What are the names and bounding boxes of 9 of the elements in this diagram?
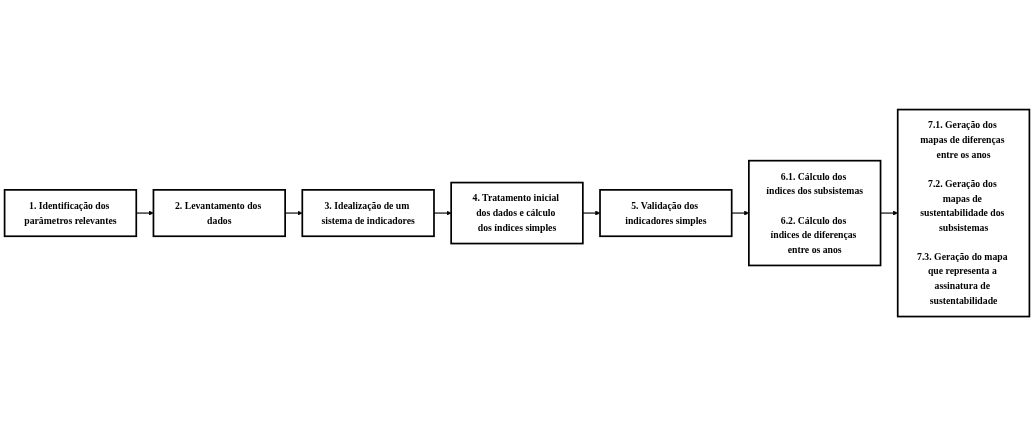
node-box: 6.1. Cálculo dos índices dos subsistemas 6.2. Cálculo dos índices de diferenças entre os anos bbox=[748, 160, 882, 267]
arrow bbox=[582, 211, 601, 216]
arrow bbox=[433, 211, 452, 216]
node-box: 1. Identificação dos parâmetros relevantes bbox=[3, 189, 138, 238]
node-box: 3. Idealização de um sistema de indicadores bbox=[301, 189, 435, 238]
node-box: 4. Tratamento inicial dos dados e cálculo dos índices simples bbox=[450, 182, 584, 245]
node-box: 7.1. Geração dos mapas de diferenças entre os anos 7.2. Geração dos mapas de sustentabilidade dos subsistemas 7.3. Geração do mapa que representa a assinatura de sustentabilidade bbox=[896, 109, 1031, 318]
node-box: 2. Levantamento dos dados bbox=[152, 189, 286, 238]
node-box: 5. Validação dos indicadores simples bbox=[599, 189, 733, 238]
